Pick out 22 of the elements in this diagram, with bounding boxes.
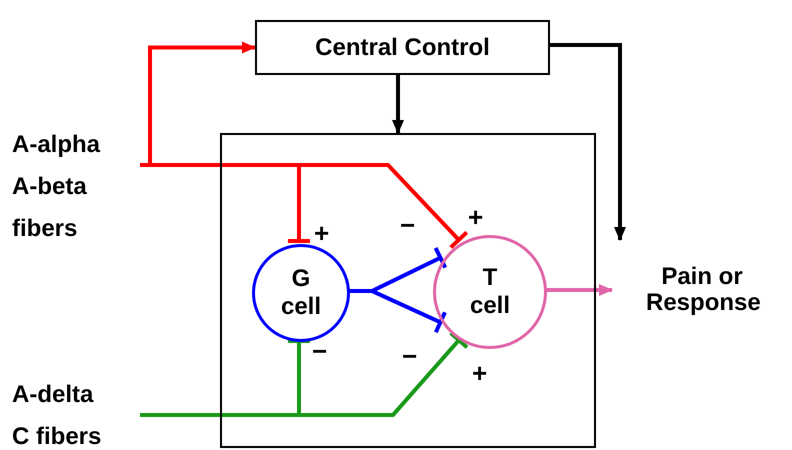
connector xyxy=(392,75,404,134)
connector xyxy=(550,43,626,241)
node-label: A-delta C fibers xyxy=(12,380,102,450)
connector xyxy=(348,289,447,334)
process-box xyxy=(255,20,550,75)
node-label: G cell xyxy=(280,265,322,321)
sign-label: + xyxy=(314,220,330,246)
gate-box xyxy=(220,133,596,448)
node-label: A-alpha A-beta fibers xyxy=(12,130,102,244)
connector xyxy=(545,284,613,296)
connector xyxy=(140,331,468,417)
sign-label: − xyxy=(402,343,418,369)
node-label: Central Control xyxy=(315,34,490,62)
sign-label: − xyxy=(312,338,328,364)
cell-circle xyxy=(433,235,547,349)
connector xyxy=(140,163,468,249)
cell-circle xyxy=(252,244,350,342)
sign-label: + xyxy=(468,204,484,230)
node-label: Pain or Response xyxy=(646,264,758,316)
sign-label: − xyxy=(400,212,416,238)
node-label: T cell xyxy=(468,264,512,320)
sign-label: + xyxy=(472,360,488,386)
